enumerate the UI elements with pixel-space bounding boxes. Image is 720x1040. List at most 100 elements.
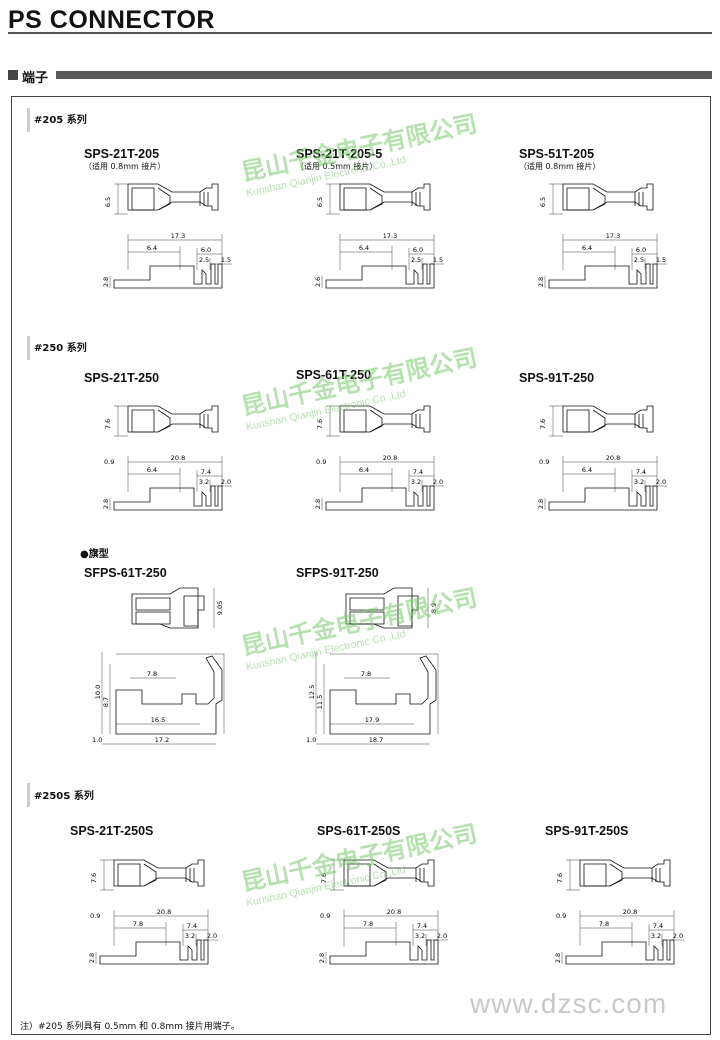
dimension-label: 2.0 [656,478,666,486]
dimension-label: 0.9 [539,458,549,466]
dimension-label: 2.0 [673,932,683,940]
dimension-label: 12.5 [308,685,316,699]
dimension-label: 18.7 [369,736,383,744]
dimension-label: 20.8 [171,454,185,462]
terminal-drawing: 7.6 20.8 7.8 7.4 3.2 2.0 2.8 0.9 [554,859,684,965]
dimension-label: 9.05 [216,601,224,615]
dimension-label: 20.8 [383,454,397,462]
title-rule [8,32,712,34]
dimension-label: 20.8 [623,908,637,916]
group-marker [27,783,30,807]
dimension-label: 10.0 [94,685,102,699]
dimension-label: 2.5 [634,256,644,264]
dimension-label: 2.6 [314,277,322,287]
dimension-label: 17.2 [155,736,169,744]
dimension-label: 7.4 [413,468,423,476]
terminal-drawing: 6.5 17.3 6.4 6.0 2.5 1.5 2.8 [537,183,667,289]
dimension-label: 7.4 [187,922,197,930]
dimension-label: 7.6 [539,419,547,429]
dimension-label: 17.3 [606,232,620,240]
terminal-drawing: 7.6 20.8 6.4 7.4 3.2 2.0 2.8 0.9 [102,405,232,511]
dimension-label: 1.5 [221,256,231,264]
dimension-label: 1.0 [92,736,102,744]
dimension-label: 7.4 [417,922,427,930]
group-label-250s: #250S 系列 [34,791,94,802]
part-name: SPS-21T-250 [84,371,160,385]
dimension-label: 6.0 [201,246,211,254]
dimension-label: 7.6 [90,873,98,883]
dimension-label: 3.2 [185,932,195,940]
dimension-label: 2.5 [411,256,421,264]
dimension-label: 1.0 [306,736,316,744]
section-bar [56,71,712,79]
part-name: SFPS-91T-250 [296,566,379,580]
dimension-label: 7.8 [361,670,371,678]
dimension-label: 20.8 [606,454,620,462]
dimension-label: 16.5 [151,716,165,724]
dimension-label: 7.4 [653,922,663,930]
terminal-drawing: 8.9 12.5 11.5 7.8 17.9 1.0 18.7 [306,587,439,745]
dimension-label: 17.9 [365,716,379,724]
dimension-label: 2.8 [102,499,110,509]
dimension-label: 6.4 [582,466,592,474]
part-name: SPS-61T-250S [317,824,401,838]
dimension-label: 1.5 [433,256,443,264]
page-title: PS CONNECTOR [8,6,215,34]
dimension-label: 6.0 [413,246,423,254]
part-name: SPS-21T-250S [70,824,154,838]
dimension-label: 3.2 [634,478,644,486]
dimension-label: 0.9 [90,912,100,920]
dimension-label: 0.9 [320,912,330,920]
dimension-label: 2.5 [199,256,209,264]
dimension-label: 2.8 [88,953,96,963]
dimension-label: 7.6 [104,419,112,429]
part-note: （适用 0.8mm 接片） [519,162,601,171]
dimension-label: 7.8 [147,670,157,678]
terminal-drawing: 7.6 20.8 7.8 7.4 3.2 2.0 2.8 0.9 [88,859,218,965]
dimension-label: 3.2 [651,932,661,940]
section-square-icon [8,70,18,80]
part-name: SPS-91T-250S [545,824,629,838]
group-marker [27,108,30,132]
footer-note: 注）#205 系列具有 0.5mm 和 0.8mm 接片用端子。 [20,1022,240,1032]
dimension-label: 2.0 [221,478,231,486]
dimension-label: 6.4 [147,244,157,252]
dimension-label: 20.8 [387,908,401,916]
dimension-label: 3.2 [411,478,421,486]
dimension-label: 6.5 [316,197,324,207]
part-name: SPS-51T-205 [519,147,595,161]
dimension-label: 2.0 [433,478,443,486]
dimension-label: 3.2 [415,932,425,940]
section-label: 端子 [22,67,53,86]
dimension-label: 7.8 [363,920,373,928]
part-note: （适用 0.8mm 接片） [84,162,166,171]
terminal-drawing: 9.05 10.0 8.7 7.8 16.5 1.0 17.2 [92,587,225,745]
dimension-label: 2.0 [207,932,217,940]
dimension-label: 7.6 [556,873,564,883]
dimension-label: 6.4 [582,244,592,252]
dimension-label: 6.4 [147,466,157,474]
terminal-drawing: 6.5 17.3 6.4 6.0 2.5 1.5 2.6 [314,183,444,289]
dimension-label: 17.3 [171,232,185,240]
dimension-label: 7.8 [133,920,143,928]
part-name: SPS-91T-250 [519,371,595,385]
dimension-label: 7.4 [636,468,646,476]
dimension-label: 3.2 [199,478,209,486]
part-name: SPS-61T-250 [296,368,372,382]
dimension-label: 7.6 [316,419,324,429]
group-label-250: #250 系列 [34,343,87,354]
part-note: （适用 0.5mm 接片） [296,162,378,171]
dimension-label: 2.8 [102,277,110,287]
dimension-label: 0.9 [104,458,114,466]
part-name: SFPS-61T-250 [84,566,167,580]
dimension-label: 2.8 [314,499,322,509]
group-marker [27,336,30,360]
part-name: SPS-21T-205-5 [296,147,383,161]
group-label-205: #205 系列 [34,115,87,126]
dimension-label: 8.7 [102,697,110,707]
dimension-label: 17.3 [383,232,397,240]
dimension-label: 7.8 [599,920,609,928]
content-frame [11,96,711,1035]
terminal-drawing: 6.5 17.3 6.4 6.0 2.5 1.5 2.8 [102,183,232,289]
terminal-drawing: 7.6 20.8 7.8 7.4 3.2 2.0 2.8 0.9 [318,859,448,965]
